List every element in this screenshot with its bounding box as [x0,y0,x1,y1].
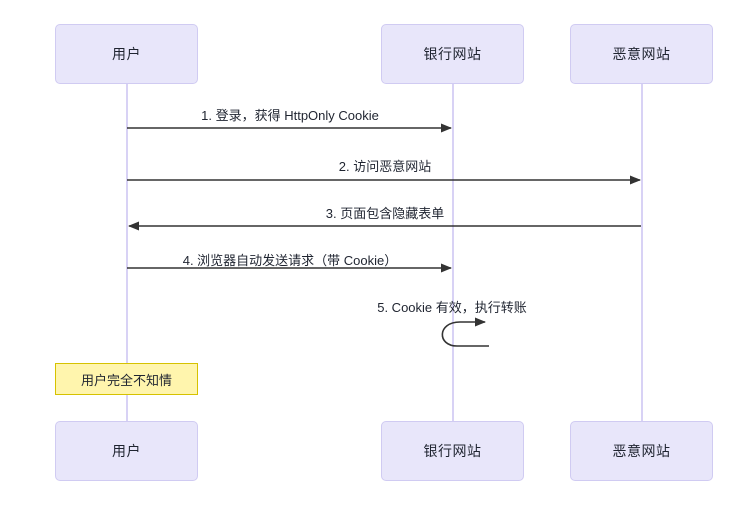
message-label-4: 4. 浏览器自动发送请求（带 Cookie） [182,253,398,268]
participant-label: 恶意网站 [612,443,671,459]
participant-label: 银行网站 [423,46,482,62]
participant-label: 用户 [112,443,141,459]
participant-label: 用户 [112,46,141,62]
message-label-3: 3. 页面包含隐藏表单 [325,206,445,221]
lifeline-bank [452,84,454,421]
message-label-2: 2. 访问恶意网站 [338,159,432,174]
lifeline-malicious [641,84,643,421]
participant-bottom-bank[interactable]: 银行网站 [381,421,524,481]
message-arrow-5-selfloop [441,317,489,347]
participant-bottom-user[interactable]: 用户 [55,421,198,481]
participant-label: 恶意网站 [612,46,671,62]
note-label: 用户完全不知情 [80,372,172,388]
participant-top-malicious[interactable]: 恶意网站 [570,24,713,84]
note-user-unaware: 用户完全不知情 [55,363,198,395]
participant-bottom-malicious[interactable]: 恶意网站 [570,421,713,481]
message-label-5: 5. Cookie 有效，执行转账 [377,300,527,315]
participant-label: 银行网站 [423,443,482,459]
participant-top-bank[interactable]: 银行网站 [381,24,524,84]
lifeline-user [126,84,128,421]
participant-top-user[interactable]: 用户 [55,24,198,84]
message-label-1: 1. 登录，获得 HttpOnly Cookie [201,108,379,123]
